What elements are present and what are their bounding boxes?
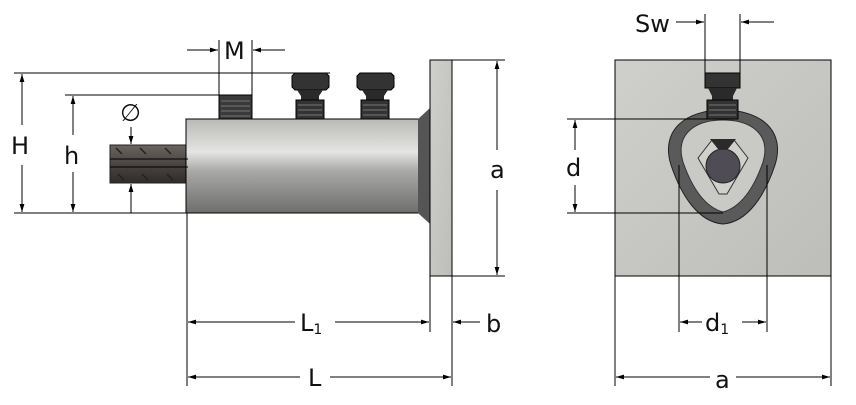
shear-bolt-1: [291, 72, 330, 120]
dimension-H: H: [11, 72, 330, 214]
dimension-a-front: a: [614, 276, 832, 394]
dimension-d1: d1: [678, 165, 768, 338]
label-H: H: [11, 132, 29, 160]
label-d1: d1: [705, 309, 729, 338]
side-view: H h ∅ M a: [11, 37, 505, 392]
label-diameter: ∅: [120, 99, 141, 127]
coupler-body: [185, 118, 420, 214]
weld-flange: [418, 108, 430, 224]
rebar-section: [705, 148, 741, 184]
dimension-M: M: [187, 37, 285, 95]
label-a-side: a: [490, 156, 505, 184]
label-L: L: [308, 364, 322, 392]
base-plate-side: [429, 59, 453, 277]
dimension-a-side: a: [452, 59, 505, 277]
dimension-L1-b-L: L1 b L: [186, 213, 501, 392]
label-a-front: a: [715, 366, 730, 394]
set-screw: [218, 94, 253, 120]
rebar: [109, 144, 189, 184]
bolt-tip: [710, 139, 736, 149]
dimension-diameter: ∅: [110, 99, 188, 213]
rebar-ribs: [115, 147, 174, 181]
label-Sw: Sw: [635, 10, 670, 38]
label-M: M: [224, 37, 245, 65]
label-h: h: [64, 142, 79, 170]
label-d: d: [566, 154, 581, 182]
label-L1: L1: [300, 309, 322, 338]
dimension-d: d: [566, 118, 723, 214]
label-b: b: [486, 310, 501, 338]
front-bolt: [704, 72, 741, 120]
shear-bolt-2: [356, 72, 395, 120]
dimension-Sw: Sw: [635, 10, 774, 73]
front-view: Sw d d1 a: [566, 10, 832, 394]
